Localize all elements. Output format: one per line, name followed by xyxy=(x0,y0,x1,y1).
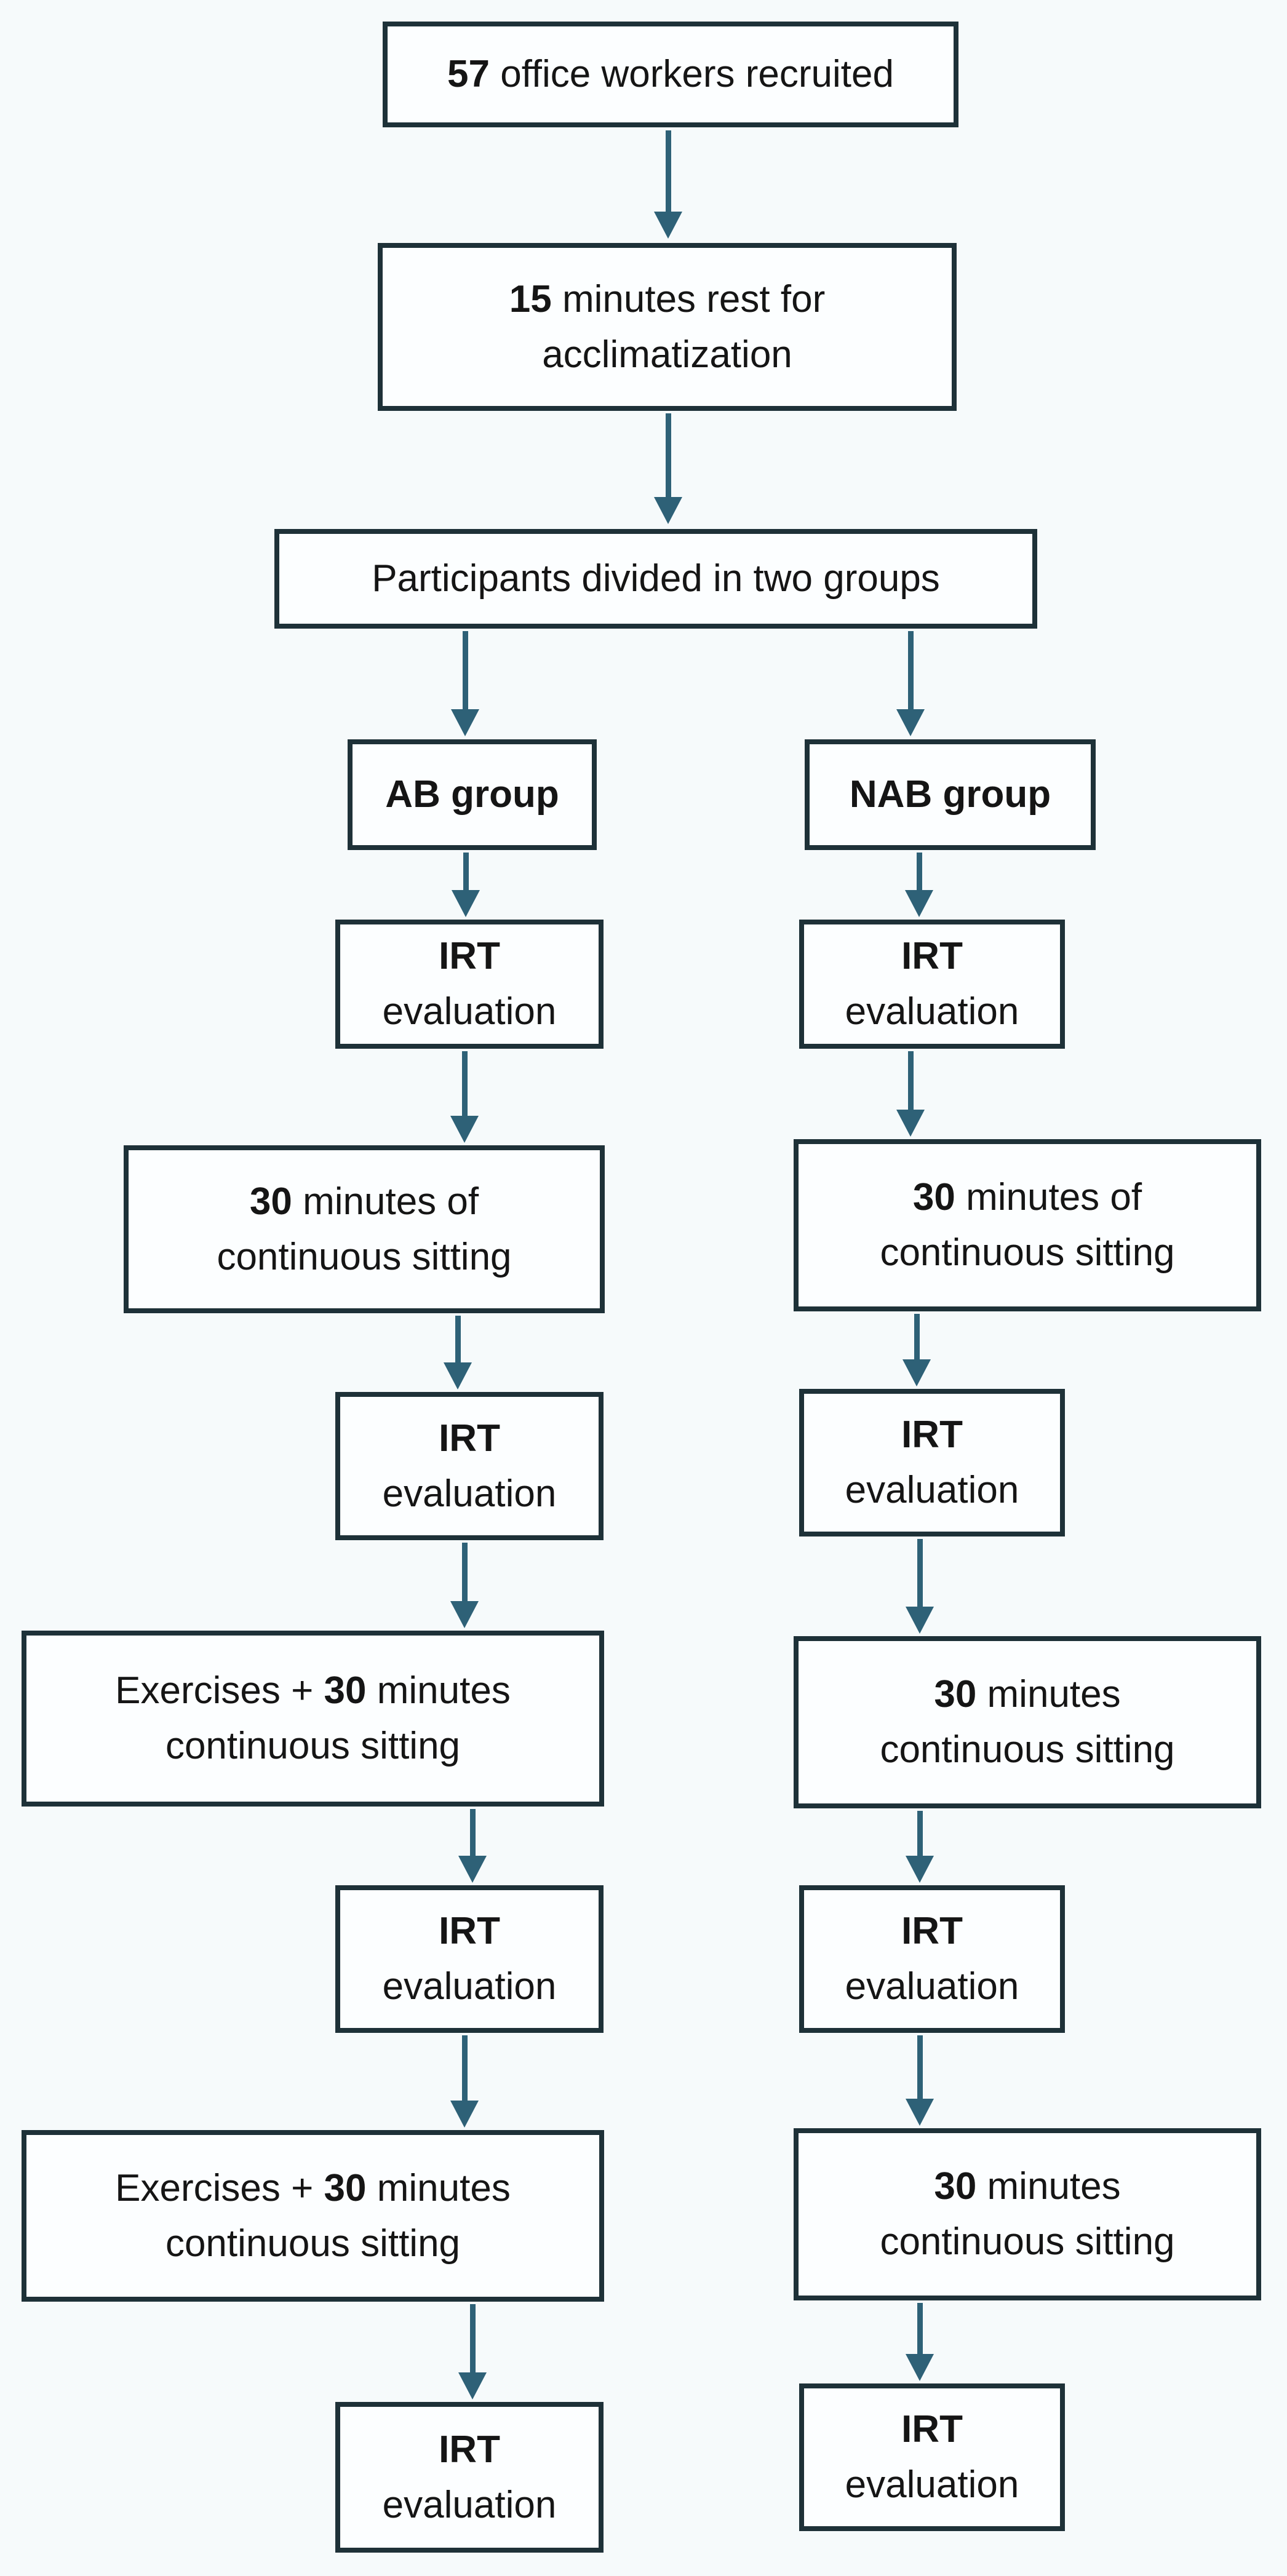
arrow-down-icon xyxy=(896,1051,925,1137)
arrow-down-icon xyxy=(902,1314,931,1386)
box-irt-ab-1: IRT evaluation xyxy=(335,920,604,1049)
arrow-down-icon xyxy=(450,1051,479,1143)
box-sitting-nab-2: 30 minutes continuous sitting xyxy=(794,1636,1261,1808)
box-irt-ab-4: IRT evaluation xyxy=(335,2402,604,2553)
box-sitting-nab-3: 30 minutes continuous sitting xyxy=(794,2128,1261,2300)
arrow-down-icon xyxy=(452,853,480,917)
arrow-down-icon xyxy=(444,1316,472,1389)
arrow-down-icon xyxy=(905,853,933,917)
box-irt-nab-3: IRT evaluation xyxy=(799,1885,1065,2033)
box-sitting-ab-1: 30 minutes of continuous sitting xyxy=(124,1145,605,1313)
arrow-down-icon xyxy=(458,1809,487,1883)
box-irt-ab-3: IRT evaluation xyxy=(335,1885,604,2033)
box-participants-divided: Participants divided in two groups xyxy=(274,529,1037,629)
arrow-down-icon xyxy=(450,2035,479,2128)
box-exercises-sitting-ab-2: Exercises + 30 minutes continuous sittin… xyxy=(22,2130,604,2302)
box-sitting-nab-1: 30 minutes of continuous sitting xyxy=(794,1139,1261,1311)
box-irt-ab-2: IRT evaluation xyxy=(335,1392,604,1540)
box-recruited: 57 office workers recruited xyxy=(383,22,958,127)
arrow-down-icon xyxy=(906,1811,934,1883)
arrow-down-icon xyxy=(450,1543,479,1628)
box-rest-acclimatization: 15 minutes rest for acclimatization xyxy=(378,243,957,411)
box-ab-group: AB group xyxy=(348,739,597,850)
box-exercises-sitting-ab-1: Exercises + 30 minutes continuous sittin… xyxy=(22,1631,604,1807)
arrow-down-icon xyxy=(906,2303,934,2381)
arrow-down-icon xyxy=(654,413,682,524)
box-irt-nab-1: IRT evaluation xyxy=(799,920,1065,1049)
arrow-down-icon xyxy=(896,631,925,736)
arrow-down-icon xyxy=(906,2035,934,2126)
box-irt-nab-2: IRT evaluation xyxy=(799,1389,1065,1536)
arrow-down-icon xyxy=(906,1539,934,1634)
arrow-down-icon xyxy=(654,130,682,239)
box-irt-nab-4: IRT evaluation xyxy=(799,2383,1065,2531)
arrow-down-icon xyxy=(458,2304,487,2399)
arrow-down-icon xyxy=(451,631,479,736)
box-recruited-text: 57 office workers recruited xyxy=(447,53,894,96)
box-nab-group: NAB group xyxy=(805,739,1096,850)
